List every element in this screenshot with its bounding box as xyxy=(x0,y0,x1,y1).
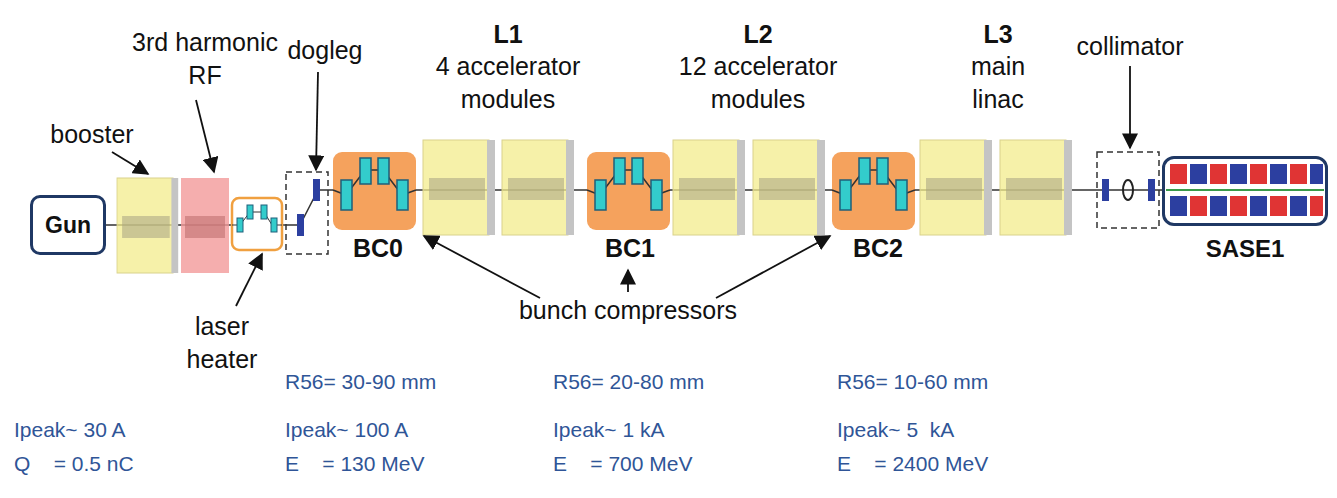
component-label: L2 xyxy=(718,18,798,51)
component-label: 12 accelerator modules xyxy=(658,50,858,115)
beam-parameter: R56= 20-80 mm xyxy=(553,368,704,395)
beam-parameter: Ipeak~ 1 kA xyxy=(553,416,665,443)
component-label: 3rd harmonic RF xyxy=(125,26,285,91)
beam-parameter: E = 700 MeV xyxy=(553,450,693,477)
component-label: BC0 xyxy=(338,232,418,265)
component-label: BC2 xyxy=(838,232,918,265)
node-label: SASE1 xyxy=(1206,235,1285,263)
beam-parameter: E = 130 MeV xyxy=(285,450,425,477)
gun-box: Gun xyxy=(30,195,106,255)
beam-parameter: Q = 0.5 nC xyxy=(14,450,134,477)
component-label: dogleg xyxy=(275,34,375,67)
undulator-box: SASE1 xyxy=(1162,156,1328,226)
component-label: main linac xyxy=(953,50,1043,115)
component-label: booster xyxy=(37,118,147,151)
component-label: collimator xyxy=(1060,30,1200,63)
beam-parameter: Ipeak~ 100 A xyxy=(285,416,408,443)
beam-parameter: Ipeak~ 5 kA xyxy=(837,416,954,443)
beam-parameter: E = 2400 MeV xyxy=(837,450,988,477)
component-label: laser heater xyxy=(167,310,277,375)
component-label: 4 accelerator modules xyxy=(408,50,608,115)
beam-parameter: Ipeak~ 30 A xyxy=(14,416,126,443)
beam-parameter: R56= 30-90 mm xyxy=(285,368,436,395)
component-label: L3 xyxy=(958,18,1038,51)
component-label: L1 xyxy=(468,18,548,51)
beam-parameter: R56= 10-60 mm xyxy=(837,368,988,395)
node-label: Gun xyxy=(45,212,91,239)
component-label: BC1 xyxy=(590,232,670,265)
component-label: bunch compressors xyxy=(478,294,778,327)
